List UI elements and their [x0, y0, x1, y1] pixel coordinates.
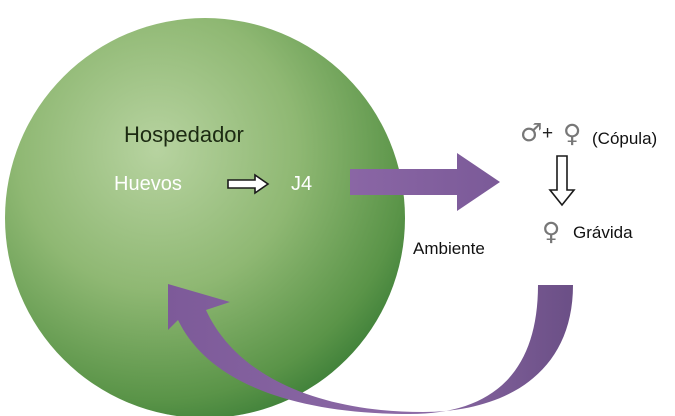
eggs-label: Huevos: [114, 173, 182, 195]
exit-arrow: [350, 153, 500, 211]
male-symbol: ♂: [520, 118, 543, 147]
gravid-female-symbol: ♀: [542, 217, 561, 246]
host-title: Hospedador: [124, 122, 244, 147]
j4-label: J4: [291, 173, 313, 195]
host-circle: [5, 18, 405, 416]
gravid-label: Grávida: [573, 223, 633, 242]
development-arrow: [227, 173, 270, 195]
environment-label: Ambiente: [413, 239, 485, 258]
return-curved-arrow: [168, 284, 573, 414]
down-arrow: [548, 155, 576, 207]
plus-sign: +: [542, 123, 554, 144]
female-symbol: ♀: [563, 119, 582, 148]
copula-label: (Cópula): [592, 129, 658, 148]
